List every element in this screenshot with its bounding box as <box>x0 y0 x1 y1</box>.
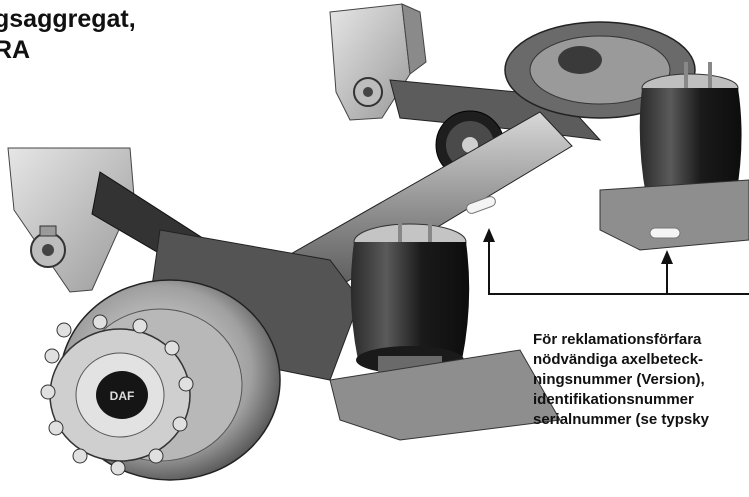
arrow-head-icon <box>483 228 495 242</box>
heading-line-1: gsaggregat, <box>0 5 136 33</box>
callout-leader <box>488 240 749 295</box>
claim-procedure-caption: För reklamationsförfara nödvändiga axelb… <box>533 330 709 430</box>
hub-logo: DAF <box>110 389 135 403</box>
caption-line: serialnummer (se typsky <box>533 411 709 428</box>
wheel-hub: DAF <box>40 314 194 476</box>
identification-mark-axle <box>466 196 496 214</box>
rear-base-plate <box>599 179 749 251</box>
front-base-plate <box>329 349 561 441</box>
heading-line-2: RA <box>0 36 31 64</box>
caption-line: identifikationsnummer <box>533 391 694 408</box>
front-air-spring <box>350 218 470 376</box>
caption-line: ningsnummer (Version), <box>533 371 705 388</box>
arrow-head-icon <box>661 250 673 264</box>
page-heading: gsaggregat, RA <box>0 4 136 66</box>
caption-line: nödvändiga axelbeteck- <box>533 351 704 368</box>
identification-mark-base <box>649 227 681 239</box>
caption-line: För reklamationsförfara <box>533 331 702 348</box>
rear-hanger-bracket <box>329 3 427 121</box>
